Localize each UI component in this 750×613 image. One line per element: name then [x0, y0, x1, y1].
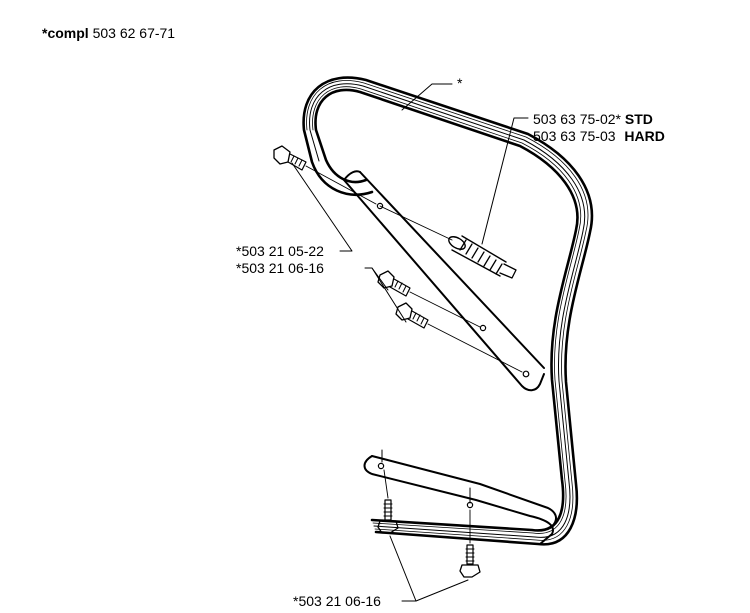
- bolt-bottom-left: [377, 469, 399, 534]
- kit-prefix: *compl: [42, 25, 89, 41]
- damper-hard-grade: HARD: [624, 128, 665, 144]
- bolt-bottom-right: [459, 509, 481, 578]
- bolt-long-label: *503 21 05-22: [236, 243, 324, 259]
- damper-std-grade: STD: [624, 111, 653, 127]
- kit-title: *compl 503 62 67-71: [42, 25, 175, 41]
- diagonal-bracket: [343, 170, 545, 392]
- handle-star-label: *: [457, 75, 463, 91]
- damper-hard-number: 503 63 75-03: [533, 128, 616, 144]
- damper-std-label: 503 63 75-02* STD: [533, 111, 653, 127]
- bolt-long: [273, 145, 377, 205]
- damper-std-number: 503 63 75-02*: [533, 111, 621, 127]
- leader-lines: [291, 83, 529, 602]
- bolt-short-lower: [395, 302, 523, 373]
- bolt-short-label: *503 21 06-16: [236, 260, 324, 276]
- bolt-bottom-label: *503 21 06-16: [293, 593, 381, 609]
- handle-bar: [302, 76, 594, 546]
- damper-hard-label: 503 63 75-03 HARD: [533, 128, 665, 144]
- bolt-short-upper: [377, 270, 481, 328]
- bottom-bracket: [363, 449, 557, 545]
- anti-vibration-damper: [379, 205, 517, 279]
- kit-number: 503 62 67-71: [92, 25, 176, 41]
